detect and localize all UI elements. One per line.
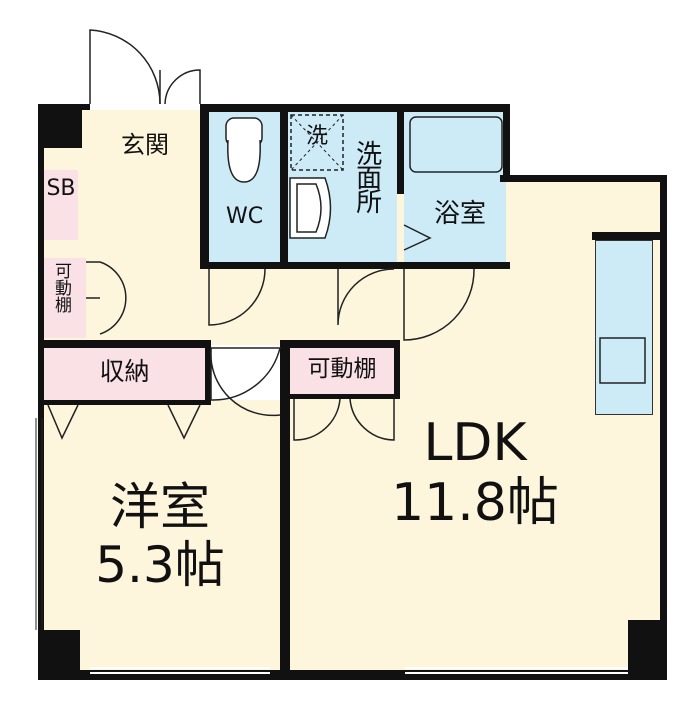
wall <box>592 232 667 240</box>
wall <box>628 620 667 680</box>
wall <box>82 104 90 110</box>
wall <box>660 175 667 680</box>
bathroom-label: 浴室 <box>433 199 486 229</box>
closet <box>44 348 205 400</box>
western-room-size: 5.3帖 <box>95 536 225 594</box>
wall <box>38 630 80 680</box>
closet-label: 収納 <box>99 357 150 386</box>
washroom-label: 洗面所 <box>351 140 382 212</box>
wall <box>200 104 209 269</box>
entrance-label: 玄関 <box>121 131 169 159</box>
movable-shelf <box>290 348 394 394</box>
small-shelf-label: 可動棚 <box>51 262 71 313</box>
wall <box>200 104 510 112</box>
wall <box>290 394 400 399</box>
ldk-label: LDK <box>423 413 527 473</box>
wall <box>280 104 288 269</box>
wall <box>205 340 211 405</box>
wall <box>280 340 290 675</box>
bathroom <box>404 112 506 262</box>
wall <box>397 104 404 194</box>
wall <box>38 670 667 680</box>
shoe-box-label: SB <box>46 176 76 201</box>
wall <box>44 400 205 405</box>
wall <box>38 104 82 148</box>
wall <box>200 262 510 269</box>
movable-shelf-label: 可動棚 <box>307 356 377 382</box>
wall <box>500 175 667 182</box>
ldk-size: 11.8帖 <box>391 473 559 533</box>
wall <box>394 340 400 395</box>
wall <box>38 340 208 348</box>
wall <box>503 104 510 182</box>
western-room-floor <box>44 400 282 670</box>
wc-label: WC <box>225 204 264 229</box>
small-shelf <box>44 258 86 338</box>
shoe-box <box>44 170 78 240</box>
wall <box>280 340 400 348</box>
washer-label: 洗 <box>305 124 328 149</box>
western-room-label: 洋室 <box>110 478 210 536</box>
kitchen-counter <box>595 240 653 415</box>
wall <box>38 104 44 680</box>
